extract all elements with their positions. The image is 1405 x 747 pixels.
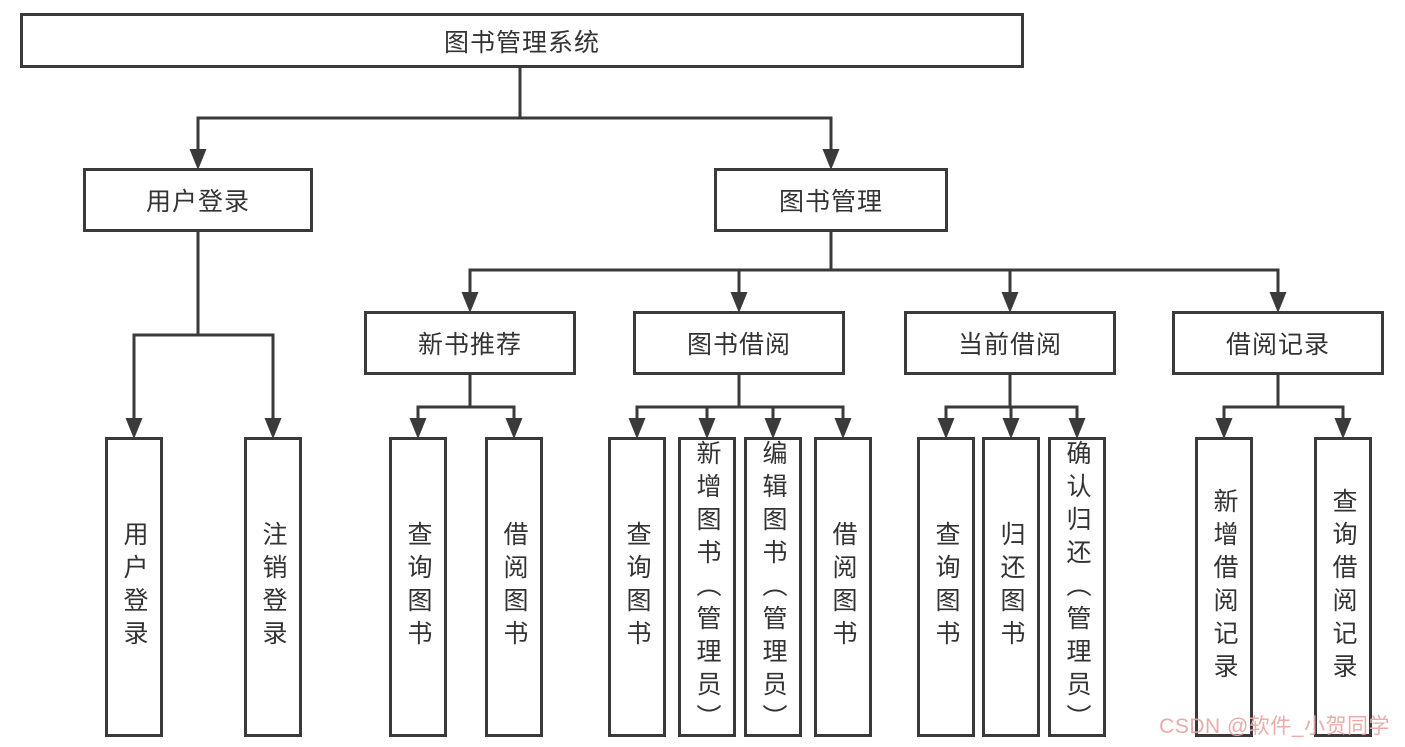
leaf-query-borrow-record: 查询借阅记录 [1314,437,1372,737]
leaf-add-book-admin: 新增图书（管理员） [678,437,736,737]
leaf-user-login: 用户登录 [105,437,163,737]
connector-new-book-to-leaves [409,373,523,439]
connector-current-borrow-to-leaves [937,373,1086,439]
leaf-edit-book-admin: 编辑图书（管理员） [744,437,802,737]
leaf-query-books-recommend: 查询图书 [389,437,447,737]
leaf-add-borrow-record: 新增借阅记录 [1195,437,1253,737]
node-library-management-system: 图书管理系统 [20,13,1024,68]
node-book-management: 图书管理 [714,168,948,232]
node-current-borrowing: 当前借阅 [904,311,1116,375]
node-borrowing-records: 借阅记录 [1172,311,1384,375]
connector-book-borrow-to-leaves [628,373,852,439]
leaf-logout: 注销登录 [244,437,302,737]
connector-root-to-level2 [189,66,840,170]
connector-user-login-to-leaves [125,230,282,439]
node-book-borrowing: 图书借阅 [633,311,845,375]
watermark: CSDN @软件_小贺同学 [1159,715,1390,738]
node-new-book-recommendation: 新书推荐 [364,311,576,375]
node-user-login: 用户登录 [83,168,313,232]
connector-borrow-records-to-leaves [1215,373,1352,439]
leaf-query-books-current: 查询图书 [917,437,975,737]
leaf-borrow-books: 借阅图书 [814,437,872,737]
leaf-query-books-borrow: 查询图书 [608,437,666,737]
leaf-confirm-return-admin: 确认归还（管理员） [1048,437,1106,737]
leaf-borrow-books-recommend: 借阅图书 [485,437,543,737]
leaf-return-book: 归还图书 [982,437,1040,737]
connector-book-management-to-level3 [461,230,1287,313]
